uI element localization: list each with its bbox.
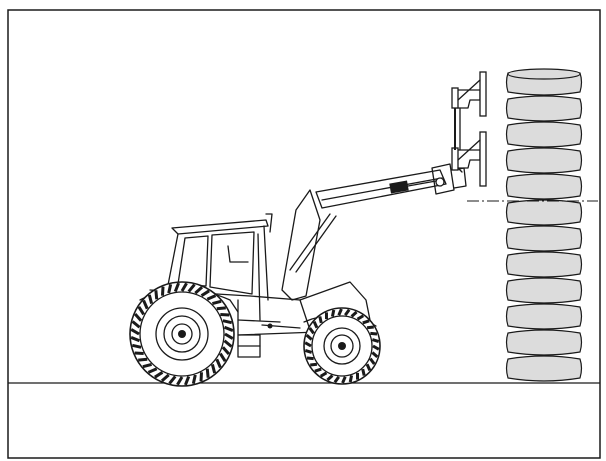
tyre-lug (304, 348, 313, 354)
tyre-lug (133, 312, 143, 322)
tyre-lug (154, 290, 159, 300)
tyre-lug (130, 336, 141, 343)
lift-cylinder (289, 213, 331, 271)
tyre-lug (176, 376, 184, 386)
tyre-lug (350, 310, 358, 318)
tyre-lug (222, 319, 233, 325)
tyre-lug (326, 374, 334, 382)
tyre-lug (199, 372, 204, 382)
tyre-lug (337, 308, 343, 316)
bale (505, 251, 583, 278)
tyre-lug (215, 358, 222, 369)
tyre-lug (366, 325, 374, 330)
loader-mast (281, 189, 321, 301)
tyre-lug (362, 319, 370, 325)
tyre-lug (167, 283, 173, 294)
boom-cylinder-band (389, 180, 409, 194)
tyre-lug (212, 299, 222, 306)
tyre-lug (147, 367, 158, 374)
tyre-lug (147, 294, 154, 304)
tyre-lug (333, 375, 340, 384)
front-wheel (303, 307, 381, 385)
tyre-lug (310, 362, 318, 367)
tyre-lug (314, 367, 322, 373)
tyre-lug (221, 346, 231, 356)
tyre-lug (344, 308, 351, 317)
bale (505, 225, 583, 252)
tractor (129, 213, 381, 387)
tyre-lug (365, 363, 372, 371)
tyre-lug (130, 328, 140, 336)
tyre-lug (184, 375, 191, 386)
tyre-lug (341, 376, 347, 384)
front-loader (281, 163, 467, 301)
hitch-pin (267, 323, 273, 329)
bale (505, 68, 583, 96)
tyre-lug (312, 321, 319, 329)
tyre-lug (131, 343, 142, 349)
bale (505, 355, 583, 382)
tyre-lug (308, 327, 315, 335)
tyre-lug (318, 316, 323, 324)
tyre-lug (372, 344, 380, 351)
tyre-lug (180, 282, 188, 292)
tyre-lug (131, 320, 141, 329)
bale (505, 95, 583, 122)
bale (505, 147, 583, 174)
bale (505, 329, 583, 356)
tyre-lug (224, 332, 234, 340)
frame-border (7, 9, 601, 459)
tyre-lug (142, 362, 152, 369)
rear-wheel (129, 281, 235, 387)
tyre-lug (194, 285, 204, 295)
tyre-lug (370, 331, 378, 336)
tyre-lug (173, 282, 180, 293)
tyre-lug (348, 375, 354, 383)
tyre-lug (168, 375, 177, 385)
tyre-lug (356, 314, 365, 321)
tyre-lug (369, 357, 376, 365)
bale-stack (505, 68, 583, 382)
bale-grab (451, 71, 487, 187)
tyre-lug (205, 368, 210, 378)
tyre-lug (220, 312, 230, 317)
tyre-lug (330, 309, 336, 317)
tyre-lug (305, 333, 313, 341)
tyre-lug (206, 294, 217, 301)
bale (505, 199, 583, 226)
bale (505, 173, 583, 200)
tyre-lug (138, 357, 148, 362)
tyre-lug (361, 368, 366, 376)
bale (505, 303, 583, 330)
bale (505, 277, 583, 304)
bale (505, 121, 583, 148)
tyre-lug (160, 286, 165, 296)
tyre-lug (216, 306, 226, 311)
tyre-lug (210, 364, 217, 374)
tyre-lug (191, 374, 197, 385)
tyre-lug (223, 325, 234, 332)
tyre-lug (319, 371, 328, 378)
tyre-lug (187, 283, 196, 293)
tyre-lug (160, 373, 170, 383)
tyre-lug (371, 351, 379, 359)
tyre-lug (304, 341, 312, 348)
tyre-lug (154, 371, 164, 379)
tyre-lug (306, 356, 314, 361)
tyre-lug (137, 306, 145, 316)
tyre-lug (371, 338, 380, 344)
tyre-lug (219, 352, 227, 362)
loader-boom (315, 169, 447, 209)
tyre-lug (223, 339, 233, 348)
tyre-lug (200, 289, 210, 297)
tyre-lug (142, 299, 149, 310)
tyre-lug (134, 351, 144, 356)
